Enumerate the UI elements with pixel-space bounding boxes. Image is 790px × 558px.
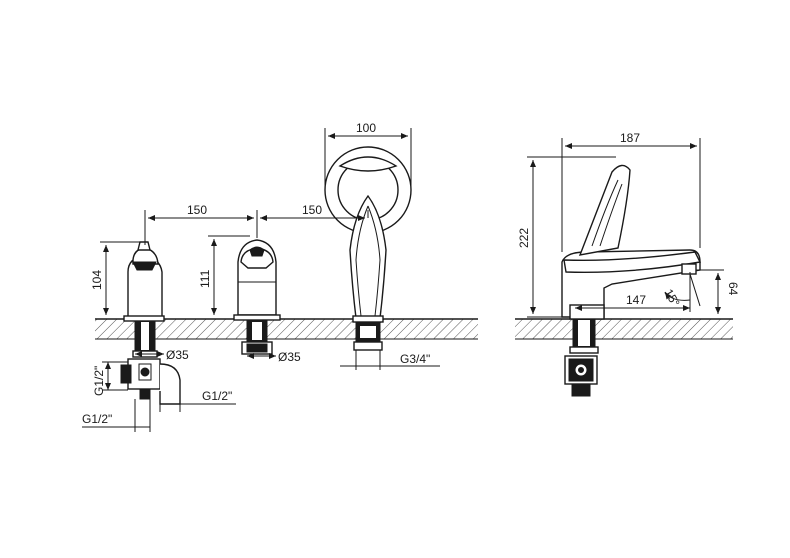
dim-reach: 147 xyxy=(626,293,646,307)
dim-thread-vertical: G1/2" xyxy=(92,366,106,396)
deck-surface-right xyxy=(515,318,733,340)
dim-thread-bottom: G1/2" xyxy=(82,412,112,426)
dim-thread-side: G1/2" xyxy=(202,389,232,403)
dimension-lines xyxy=(82,128,724,432)
dim-spout-height: 222 xyxy=(517,228,531,248)
dim-spacing-1: 150 xyxy=(187,203,207,217)
dim-thread-shower: G3/4" xyxy=(400,352,430,366)
dim-spout-length: 187 xyxy=(620,131,640,145)
dim-diameter-mid: Ø35 xyxy=(278,350,301,364)
dim-diameter-left: Ø35 xyxy=(166,348,189,362)
hand-shower xyxy=(324,146,412,351)
dim-angle: 15° xyxy=(661,287,682,310)
middle-valve-tap xyxy=(233,239,281,355)
dim-spacing-2: 150 xyxy=(302,203,322,217)
dim-shower-width: 100 xyxy=(356,121,376,135)
dim-spout-clearance: 64 xyxy=(726,282,740,296)
dim-tap-height-left: 104 xyxy=(90,270,104,290)
dim-tap-height-mid: 111 xyxy=(198,269,212,288)
spout-side-view xyxy=(561,164,702,397)
left-valve-tap xyxy=(120,241,181,405)
